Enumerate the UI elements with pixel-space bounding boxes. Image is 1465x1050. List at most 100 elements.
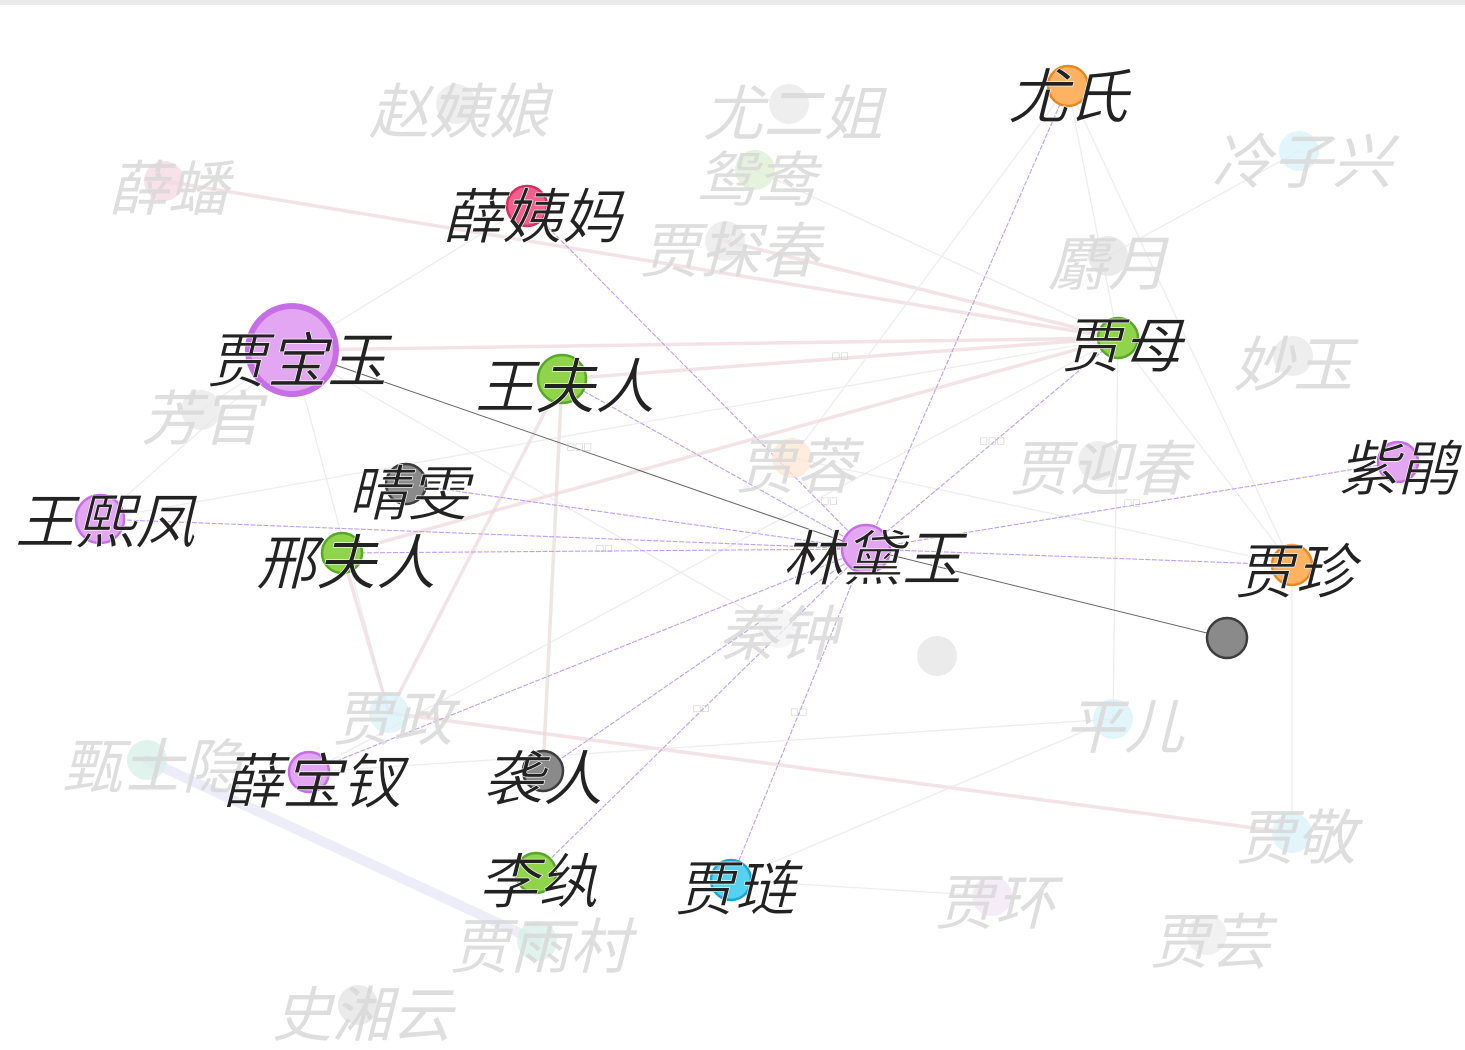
node-u7d2bu9e43[interactable]: 紫鹃 <box>1338 435 1464 506</box>
node-circle <box>181 390 221 430</box>
node-u8d75u59e8u5a18: 赵姨娘 <box>369 78 554 148</box>
node-label: 尤二姐 <box>703 80 888 150</box>
node-label: 王夫人 <box>475 353 655 423</box>
node-circle <box>144 161 184 201</box>
node-circle[interactable] <box>1205 616 1249 660</box>
node-u859bu5b9du9497[interactable]: 薛宝钗 <box>222 748 411 819</box>
focus-edge <box>99 518 867 550</box>
node-u8d3eu740f[interactable]: 贾琏 <box>675 855 805 926</box>
node-circle[interactable] <box>536 353 588 405</box>
node-u82b3u5b98: 芳官 <box>141 385 268 455</box>
node-label: 尤氏 <box>1008 63 1132 133</box>
node-circle[interactable] <box>287 750 331 794</box>
node-u8d3eu63a2u6625: 贾探春 <box>640 217 825 287</box>
node-label: 贾琏 <box>675 855 804 925</box>
node-circle[interactable] <box>709 858 753 902</box>
node-label: 贾探春 <box>640 217 825 287</box>
node-u88adu4eba[interactable]: 袭人 <box>483 745 604 816</box>
node-label: 贾珍 <box>1235 538 1362 608</box>
node-circle[interactable] <box>1376 440 1420 484</box>
focus-edges <box>99 85 1399 881</box>
node-circle <box>1273 336 1313 376</box>
node-circle[interactable] <box>384 462 428 506</box>
node-circle[interactable] <box>1270 543 1314 587</box>
node-u79e6u949f: 秦钟 <box>718 600 844 670</box>
node-label: 冷子兴 <box>1212 128 1400 198</box>
node-u5e73u513f: 平儿 <box>1064 693 1185 763</box>
node-u859bu59e8u5988[interactable]: 薛姨妈 <box>442 183 627 254</box>
node-u90a2u592bu4eba[interactable]: 邢夫人 <box>256 529 437 600</box>
node-label: 林黛玉 <box>782 525 968 595</box>
node-label: 贾雨村 <box>450 913 638 983</box>
node-label: 贾蓉 <box>736 433 865 503</box>
node-u5c24u6c0f[interactable]: 尤氏 <box>1008 63 1133 134</box>
node-circle[interactable] <box>1096 316 1140 360</box>
node-circle[interactable] <box>74 493 126 545</box>
node-u859bu87e0: 薛蟠 <box>108 155 235 225</box>
node-circle <box>1187 915 1227 955</box>
node-circle[interactable] <box>1046 64 1090 108</box>
node-circle[interactable] <box>505 184 549 228</box>
top-bar <box>0 0 1465 5</box>
node-circle <box>1078 441 1118 481</box>
node-circle <box>436 84 476 124</box>
node-u8d3eu6bcd[interactable]: 贾母 <box>1062 312 1187 383</box>
node-label: 贾环 <box>935 869 1064 939</box>
node-label: 王熙凤 <box>15 488 198 558</box>
node-u51b7u5b50u5174: 冷子兴 <box>1212 128 1400 198</box>
background-edge <box>754 169 1119 339</box>
edge-label: □□ <box>820 497 837 507</box>
node-u8d3eu73cd[interactable]: 贾珍 <box>1235 538 1363 609</box>
node-circle <box>917 636 957 676</box>
node-circle <box>517 921 557 961</box>
node-label: 李纨 <box>478 848 598 918</box>
node-circle[interactable] <box>521 749 565 793</box>
background-edge <box>142 755 542 946</box>
node-unlabeled-gray[interactable] <box>1205 616 1249 660</box>
node-u9e33u9e2f: 鸳鸯 <box>696 146 823 216</box>
focus-edge <box>561 378 867 550</box>
node-u8d3eu73af: 贾环 <box>935 869 1064 939</box>
node-circle[interactable] <box>245 303 339 397</box>
node-u738bu7199u51e4[interactable]: 王熙凤 <box>15 488 199 559</box>
node-u53f2u6e58u4e91: 史湘云 <box>272 981 456 1050</box>
node-circle[interactable] <box>840 523 892 575</box>
edge-label: □□ <box>692 704 709 714</box>
background-edge <box>1117 337 1293 566</box>
node-label: 赵姨娘 <box>369 78 554 148</box>
background-edge <box>387 711 1294 835</box>
edge-label: □□ <box>790 708 807 718</box>
node-label: 芳官 <box>141 385 268 455</box>
background-edge <box>791 457 1293 566</box>
node-u8d3eu96e8u6751: 贾雨村 <box>450 913 638 983</box>
focus-edge <box>865 548 1293 566</box>
node-u8d3eu656c: 贾敬 <box>1236 804 1364 874</box>
background-edge <box>340 551 391 715</box>
node-u6797u9edbu7389[interactable]: 林黛玉 <box>782 523 968 595</box>
node-label: 贾芸 <box>1150 908 1278 978</box>
background-edge <box>1067 85 1119 339</box>
edge-label: □□□ <box>979 437 1005 447</box>
node-u6674u96ef[interactable]: 晴雯 <box>348 460 476 531</box>
background-edge <box>308 337 1119 773</box>
edge-label: □□ <box>595 544 612 554</box>
node-u674eu7ea8[interactable]: 李纨 <box>478 848 599 919</box>
node-circle <box>972 876 1012 916</box>
node-circle[interactable] <box>514 851 558 895</box>
node-u8d3eu5b9du7389[interactable]: 贾宝玉 <box>207 303 393 397</box>
node-u738bu592bu4eba[interactable]: 王夫人 <box>475 353 656 424</box>
node-u8d3eu653f: 贾政 <box>333 685 461 755</box>
focus-edge <box>730 548 867 881</box>
node-label: 薛蟠 <box>108 155 235 225</box>
focus-edge <box>865 461 1399 550</box>
node-circle[interactable] <box>320 531 364 575</box>
node-label: 麝月 <box>1048 230 1170 300</box>
focus-edge <box>542 548 867 772</box>
node-circle <box>369 693 409 733</box>
edge-label: □□ <box>1123 499 1140 509</box>
node-label: 鸳鸯 <box>696 146 823 216</box>
edge-labels: □□□□□□□□□□□□□□□□□□ <box>566 352 1140 718</box>
node-circle <box>758 608 798 648</box>
